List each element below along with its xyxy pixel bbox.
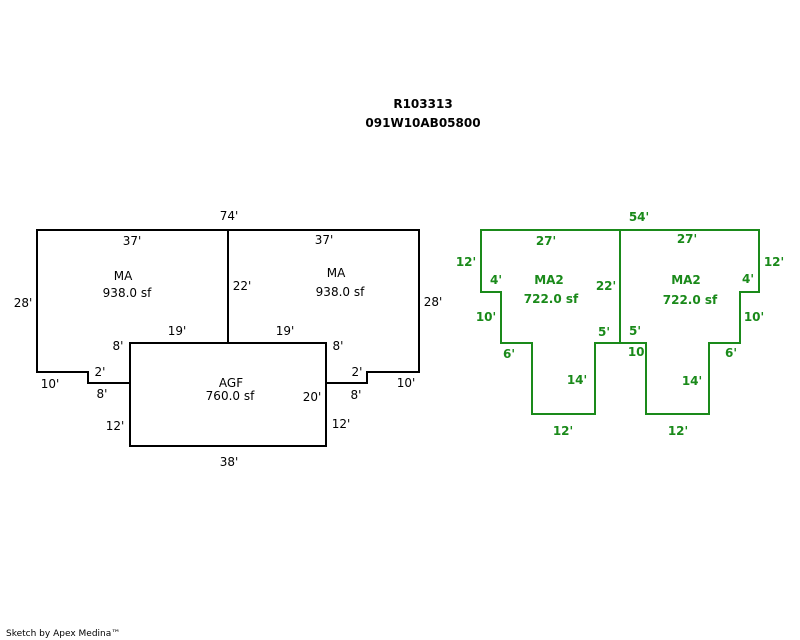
ma2-right-drop1-label: 10' [744,310,764,324]
sketch-credit: Sketch by Apex Medina™ [6,629,120,639]
ma2-right-inner-drop-label: 10' [628,345,648,359]
ma-left-notch-run-label: 8' [97,387,108,401]
agf-bottom-label: 38' [220,455,239,469]
ma2-right-step2-label: 6' [725,346,737,360]
agf-top-right-label: 19' [276,324,295,338]
ma2-left-drop1-label: 10' [476,310,496,324]
first-floor-sketch: 74' 37' 28' 10' 2' 8' 8' 22' MA 938.0 sf… [14,209,443,469]
ma-left-top-label: 37' [123,234,142,248]
agf-top-left-label: 19' [168,324,187,338]
ma2-left-outer-label: 12' [456,255,476,269]
ma-left-inner-step-label: 8' [113,339,124,353]
agf-right-upper-label: 20' [303,390,322,404]
ma2-left-step2-label: 6' [503,347,515,361]
ma-left-bottom-label: 10' [41,377,60,391]
ma2-left-top-label: 27' [536,234,556,248]
ma-left-side-label: 28' [14,296,33,310]
ma2-right-leg-label: 14' [682,374,702,388]
ma-right-side-label: 28' [424,295,443,309]
agf-name: AGF [219,376,243,390]
agf-outline [129,342,327,447]
ma-right-area: 938.0 sf [316,285,365,299]
ma2-right-step1-label: 4' [742,272,754,286]
ma2-right-area: 722.0 sf [663,293,718,307]
agf-right-lower-label: 12' [332,417,351,431]
ma2-left-leg-bottom-label: 12' [553,424,573,438]
ma2-left-step1-label: 4' [490,273,502,287]
ma2-right-inner-step-label: 5' [629,324,641,338]
ma2-shared-wall-label: 22' [596,279,616,293]
ma-right-notch-run-label: 8' [351,388,362,402]
ma2-right-outer-label: 12' [764,255,784,269]
ma2-left-area: 722.0 sf [524,292,579,306]
agf-left-lower-label: 12' [106,419,125,433]
second-floor-sketch: 54' 27' 12' 4' 10' 6' 14' 12' 5' 22' 10'… [456,210,784,438]
ma2-left-outline [480,229,621,415]
ma-left-notch-up-label: 2' [95,365,106,379]
ma2-right-name: MA2 [671,273,701,287]
ma-right-outline [227,229,420,384]
parcel-id: R103313 [393,97,452,111]
agf-area: 760.0 sf [206,389,255,403]
ma-shared-wall-label: 22' [233,279,252,293]
ma2-left-inner-step-label: 5' [598,325,610,339]
ma-right-top-label: 37' [315,233,334,247]
ff-top-total-label: 74' [220,209,239,223]
ma2-left-leg-label: 14' [567,373,587,387]
ma-left-name: MA [114,269,133,283]
ma-left-outline [36,229,229,384]
ma2-right-top-label: 27' [677,232,697,246]
sf-top-total-label: 54' [629,210,649,224]
map-number: 091W10AB05800 [365,116,480,130]
ma2-left-name: MA2 [534,273,564,287]
ma-left-area: 938.0 sf [103,286,152,300]
ma-right-inner-step-label: 8' [333,339,344,353]
ma-right-bottom-label: 10' [397,376,416,390]
ma2-right-leg-bottom-label: 12' [668,424,688,438]
ma-right-name: MA [327,266,346,280]
ma-right-notch-up-label: 2' [352,365,363,379]
ma2-right-outline [619,229,760,415]
